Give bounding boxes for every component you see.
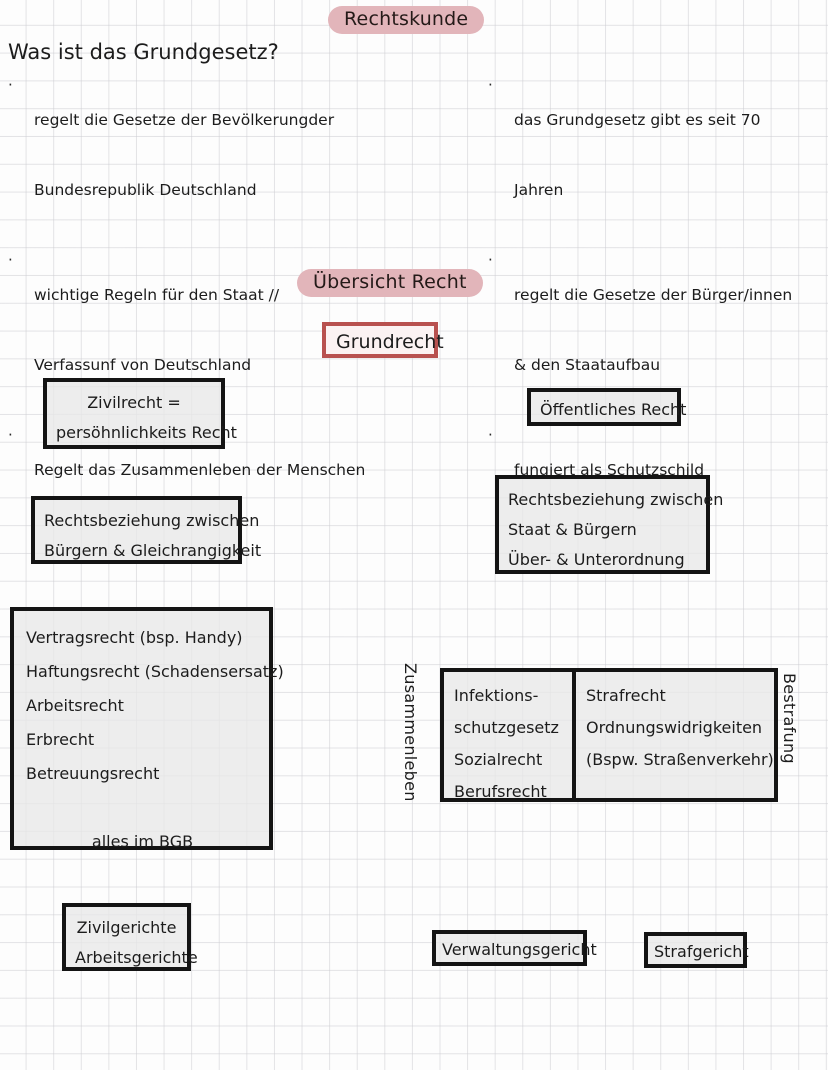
- intro-left-bullet-list: · regelt die Gesetze der Bevölkerungder …: [8, 68, 468, 523]
- list-item: · wichtige Regeln für den Staat // Verfa…: [8, 243, 468, 418]
- list-item-line: Verfassunf von Deutschland: [34, 356, 252, 374]
- split-left-line4: Berufsrecht: [454, 782, 547, 801]
- overview-title: Übersicht Recht: [297, 269, 483, 297]
- list-item-text: fungiert als Schutzschild: [514, 418, 704, 523]
- bullet-icon: ·: [8, 426, 13, 444]
- overview-title-pill: Übersicht Recht: [297, 269, 483, 297]
- bullet-icon: ·: [8, 76, 13, 94]
- node-court-verwaltung: Verwaltungsgericht: [432, 930, 597, 966]
- split-right-line1: Strafrecht: [586, 686, 666, 705]
- node-zivil-rechtsbeziehung-line2: Bürgern & Gleichrangigkeit: [44, 541, 262, 560]
- intro-right-bullet-list: · das Grundgesetz gibt es seit 70 Jahren…: [488, 68, 828, 523]
- node-zivil-rechtsbeziehung: Rechtsbeziehung zwischen Bürgern & Gleic…: [31, 496, 262, 564]
- split-left-line2: schutzgesetz: [454, 718, 559, 737]
- intro-heading: Was ist das Grundgesetz?: [8, 40, 279, 64]
- node-oeffentlich-rechtsbeziehung: Rechtsbeziehung zwischen Staat & Bürgern…: [495, 475, 724, 574]
- list-item: · das Grundgesetz gibt es seit 70 Jahren: [488, 68, 828, 243]
- list-item-text: das Grundgesetz gibt es seit 70 Jahren: [514, 68, 761, 243]
- node-zivilrecht: Zivilrecht = persöhnlichkeits Recht: [43, 378, 237, 449]
- split-col-bestrafung: Strafrecht Ordnungswidrigkeiten (Bspw. S…: [576, 672, 782, 798]
- court-zivil-line1: Zivilgerichte: [76, 918, 177, 937]
- caption-bestrafung: Bestrafung: [780, 673, 799, 764]
- bgb-item-erbrecht: Erbrecht: [26, 730, 95, 749]
- node-oeffentliches-recht-label: Öffentliches Recht: [540, 400, 687, 419]
- bullet-icon: ·: [8, 251, 13, 269]
- list-item-text: regelt die Gesetze der Bürger/innen & de…: [514, 243, 792, 418]
- page-title-pill: Rechtskunde: [328, 6, 485, 34]
- node-bgb-list: Vertragsrecht (bsp. Handy) Haftungsrecht…: [10, 607, 284, 851]
- list-item-line: das Grundgesetz gibt es seit 70: [514, 111, 761, 129]
- node-court-straf: Strafgericht: [644, 932, 749, 968]
- list-item-line: Regelt das Zusammenleben der Menschen: [34, 461, 366, 479]
- list-item-text: Regelt das Zusammenleben der Menschen: [34, 418, 365, 523]
- list-item: · regelt die Gesetze der Bevölkerungder …: [8, 68, 468, 243]
- list-item-line: & den Staataufbau: [514, 356, 661, 374]
- bgb-item-arbeitsrecht: Arbeitsrecht: [26, 696, 124, 715]
- court-verwaltung-label: Verwaltungsgericht: [442, 940, 597, 959]
- bullet-icon: ·: [488, 76, 493, 94]
- bgb-footer: alles im BGB: [91, 832, 194, 851]
- node-grundrecht-label: Grundrecht: [336, 331, 444, 353]
- court-straf-label: Strafgericht: [654, 942, 749, 961]
- bgb-item-betreuungsrecht: Betreuungsrecht: [26, 764, 160, 783]
- bgb-item-haftungsrecht: Haftungsrecht (Schadensersatz): [26, 662, 284, 681]
- list-item-line: regelt die Gesetze der Bevölkerungder: [34, 111, 335, 129]
- page-title: Rechtskunde: [328, 6, 485, 34]
- node-oeffentlich-rechtsbeziehung-line1: Rechtsbeziehung zwischen: [508, 490, 724, 509]
- list-item-line: Jahren: [514, 181, 564, 199]
- node-zivilrecht-line2: persöhnlichkeits Recht: [56, 423, 237, 442]
- bullet-icon: ·: [488, 251, 493, 269]
- caption-zusammenleben: Zusammenleben: [401, 663, 420, 802]
- split-right-line2: Ordnungswidrigkeiten: [586, 718, 763, 737]
- node-oeffentlich-rechtsbeziehung-line2: Staat & Bürgern: [508, 520, 637, 539]
- list-item: · regelt die Gesetze der Bürger/innen & …: [488, 243, 828, 418]
- bgb-item-vertragsrecht: Vertragsrecht (bsp. Handy): [26, 628, 243, 647]
- list-item-line: regelt die Gesetze der Bürger/innen: [514, 286, 793, 304]
- split-left-line3: Sozialrecht: [454, 750, 543, 769]
- list-item-line: Bundesrepublik Deutschland: [34, 181, 257, 199]
- bullet-icon: ·: [488, 426, 493, 444]
- node-public-law-split: Infektions- schutzgesetz Sozialrecht Ber…: [440, 668, 778, 802]
- list-item-text: regelt die Gesetze der Bevölkerungder Bu…: [34, 68, 334, 243]
- node-zivilrecht-line1: Zivilrecht =: [87, 393, 181, 412]
- node-grundrecht: Grundrecht: [322, 322, 444, 358]
- list-item: · Regelt das Zusammenleben der Menschen: [8, 418, 468, 523]
- list-item-line: wichtige Regeln für den Staat //: [34, 286, 280, 304]
- court-zivil-line2: Arbeitsgerichte: [75, 948, 198, 967]
- node-oeffentliches-recht: Öffentliches Recht: [527, 388, 687, 426]
- list-item: · fungiert als Schutzschild: [488, 418, 828, 523]
- node-oeffentlich-rechtsbeziehung-line3: Über- & Unterordnung: [508, 550, 685, 569]
- list-item-line: fungiert als Schutzschild: [514, 461, 705, 479]
- list-item-text: wichtige Regeln für den Staat // Verfass…: [34, 243, 279, 418]
- node-zivil-rechtsbeziehung-line1: Rechtsbeziehung zwischen: [44, 511, 260, 530]
- split-left-line1: Infektions-: [454, 686, 539, 705]
- node-court-zivil: Zivilgerichte Arbeitsgerichte: [62, 903, 198, 971]
- split-right-line3: (Bspw. Straßenverkehr): [586, 750, 774, 769]
- split-col-zusammenleben: Infektions- schutzgesetz Sozialrecht Ber…: [444, 672, 576, 801]
